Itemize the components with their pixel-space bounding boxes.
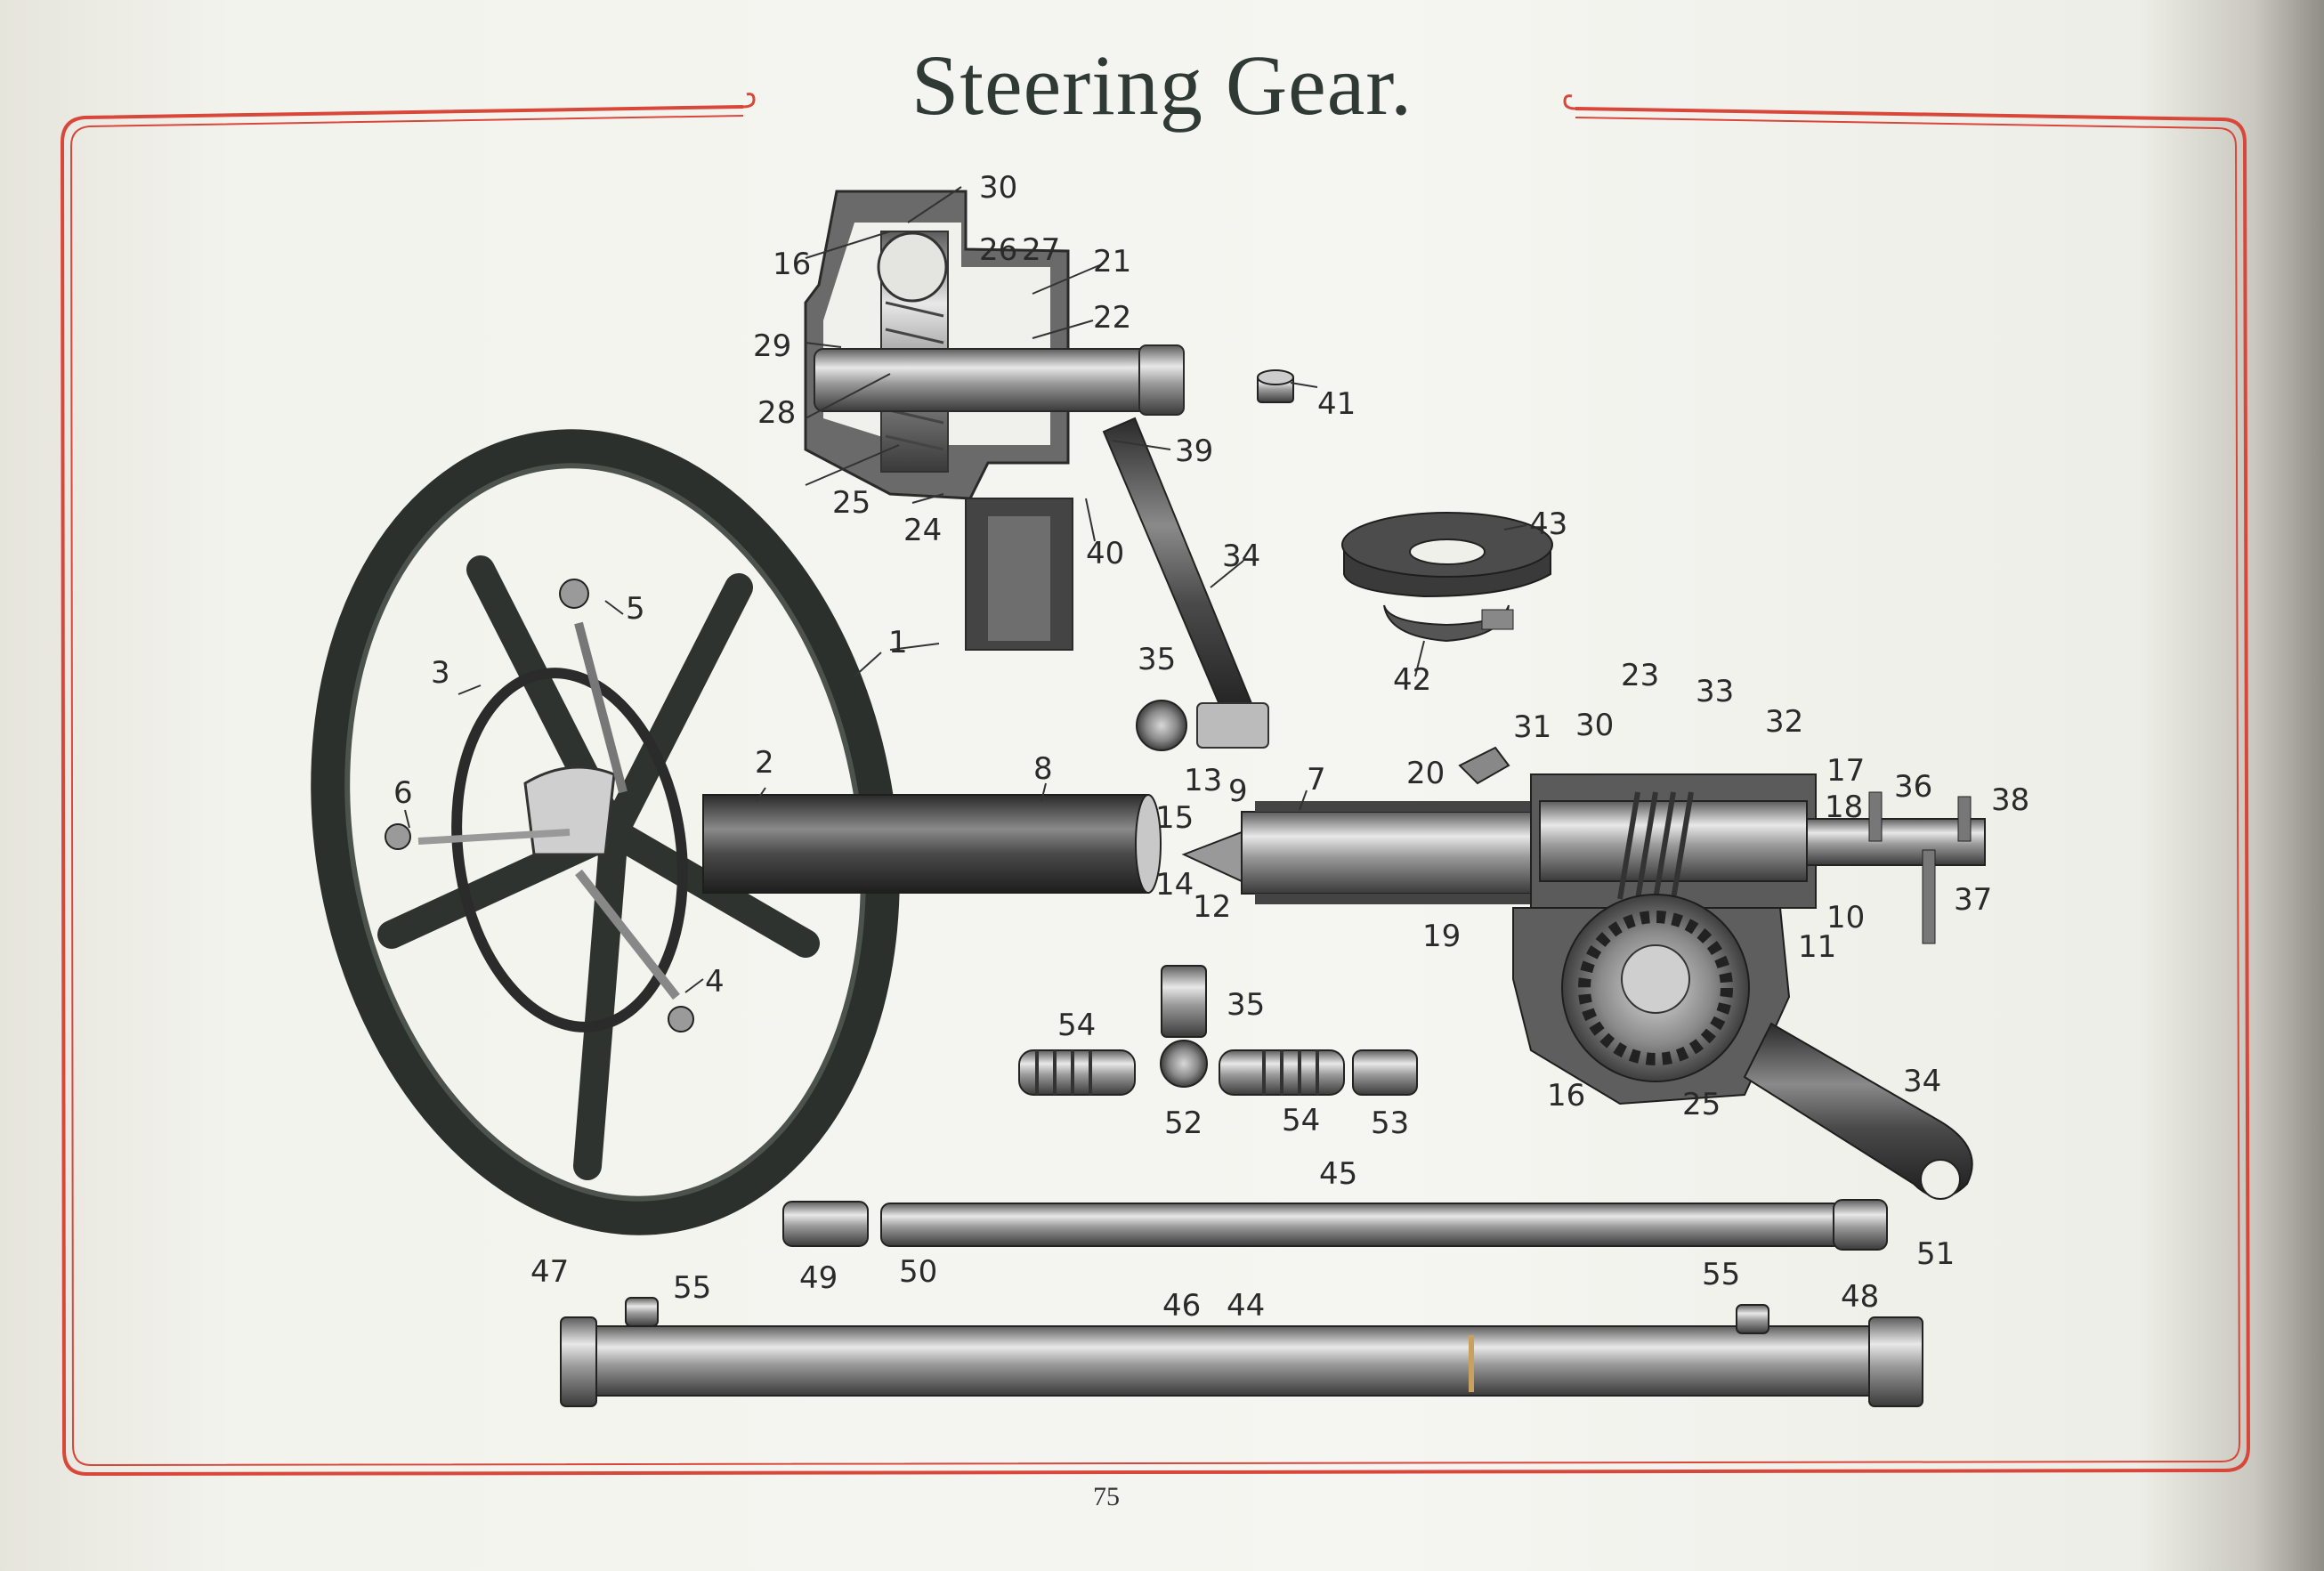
callout-25a: 25 [832, 485, 870, 521]
callout-31: 31 [1513, 709, 1551, 745]
callout-26: 26 [979, 232, 1017, 268]
steering-column-tube [702, 794, 1162, 894]
callout-10: 10 [1826, 900, 1865, 935]
callout-16a: 16 [773, 247, 811, 282]
cross-tube [560, 1297, 1923, 1407]
callout-28: 28 [757, 395, 796, 431]
callout-23: 23 [1621, 658, 1659, 693]
callout-35a: 35 [1138, 642, 1176, 677]
callout-45: 45 [1319, 1156, 1357, 1192]
callout-55b: 55 [1702, 1257, 1740, 1292]
callout-48: 48 [1841, 1279, 1879, 1315]
callout-8: 8 [1033, 751, 1053, 787]
callout-18: 18 [1825, 790, 1863, 825]
callout-4: 4 [705, 964, 725, 1000]
callout-1: 1 [888, 625, 908, 660]
callout-25b: 25 [1682, 1087, 1721, 1122]
callout-30b: 30 [1575, 708, 1614, 743]
callout-labels: 1 2 3 4 5 6 7 8 9 10 11 12 13 14 15 16 1… [393, 170, 2029, 1324]
drop-arm-top [1102, 417, 1269, 751]
callout-35b: 35 [1227, 987, 1265, 1023]
callout-40: 40 [1086, 536, 1124, 571]
page-title: Steering Gear. [911, 37, 1413, 133]
callout-11: 11 [1798, 929, 1836, 965]
callout-32: 32 [1765, 704, 1803, 740]
callout-54a: 54 [1057, 1008, 1096, 1043]
callout-34b: 34 [1903, 1064, 1941, 1099]
callout-21: 21 [1093, 244, 1131, 279]
callout-51: 51 [1916, 1236, 1955, 1272]
callout-13: 13 [1184, 763, 1222, 798]
callout-39: 39 [1175, 433, 1213, 469]
callout-30a: 30 [979, 170, 1017, 206]
page-number: 75 [1093, 1482, 1120, 1511]
callout-55a: 55 [673, 1270, 711, 1306]
callout-27: 27 [1022, 232, 1060, 268]
callout-5: 5 [626, 591, 645, 627]
callout-49: 49 [799, 1260, 838, 1296]
callout-24: 24 [903, 513, 942, 548]
callout-29: 29 [753, 328, 791, 364]
callout-53: 53 [1371, 1105, 1409, 1141]
callout-44: 44 [1227, 1288, 1265, 1324]
callout-2: 2 [755, 745, 774, 781]
callout-16b: 16 [1547, 1078, 1585, 1113]
callout-52: 52 [1164, 1105, 1202, 1141]
callout-47: 47 [530, 1254, 569, 1290]
callout-15: 15 [1155, 800, 1194, 836]
nut-41 [1257, 369, 1294, 403]
plate-43 [1341, 512, 1553, 643]
leader-lines [404, 186, 1527, 993]
ball-joint-parts [1018, 965, 1418, 1096]
callout-36: 36 [1894, 769, 1932, 805]
callout-43: 43 [1529, 506, 1567, 542]
callout-6: 6 [393, 775, 413, 811]
sector-gear-housing [1512, 894, 1973, 1200]
callout-41: 41 [1317, 386, 1356, 422]
callout-37: 37 [1954, 882, 1992, 918]
steering-wheel [311, 429, 900, 1235]
callout-14: 14 [1155, 867, 1194, 903]
gear-box-cutaway [804, 190, 1185, 651]
drag-link-tube [782, 1199, 1888, 1251]
callout-19: 19 [1422, 919, 1461, 954]
callout-22: 22 [1093, 300, 1131, 336]
worm-shaft-assembly [1181, 746, 1986, 944]
callout-3: 3 [431, 655, 450, 691]
callout-12: 12 [1193, 889, 1231, 925]
callout-20: 20 [1406, 756, 1445, 791]
callout-50: 50 [899, 1254, 937, 1290]
callout-38: 38 [1991, 782, 2029, 818]
callout-9: 9 [1228, 773, 1248, 809]
callout-42: 42 [1393, 662, 1431, 698]
callout-46: 46 [1162, 1288, 1201, 1324]
callout-17: 17 [1826, 753, 1865, 789]
callout-54b: 54 [1282, 1103, 1320, 1138]
red-border [60, 93, 2251, 1477]
callout-33: 33 [1696, 674, 1734, 709]
callout-7: 7 [1307, 762, 1326, 798]
callout-34a: 34 [1222, 539, 1260, 574]
